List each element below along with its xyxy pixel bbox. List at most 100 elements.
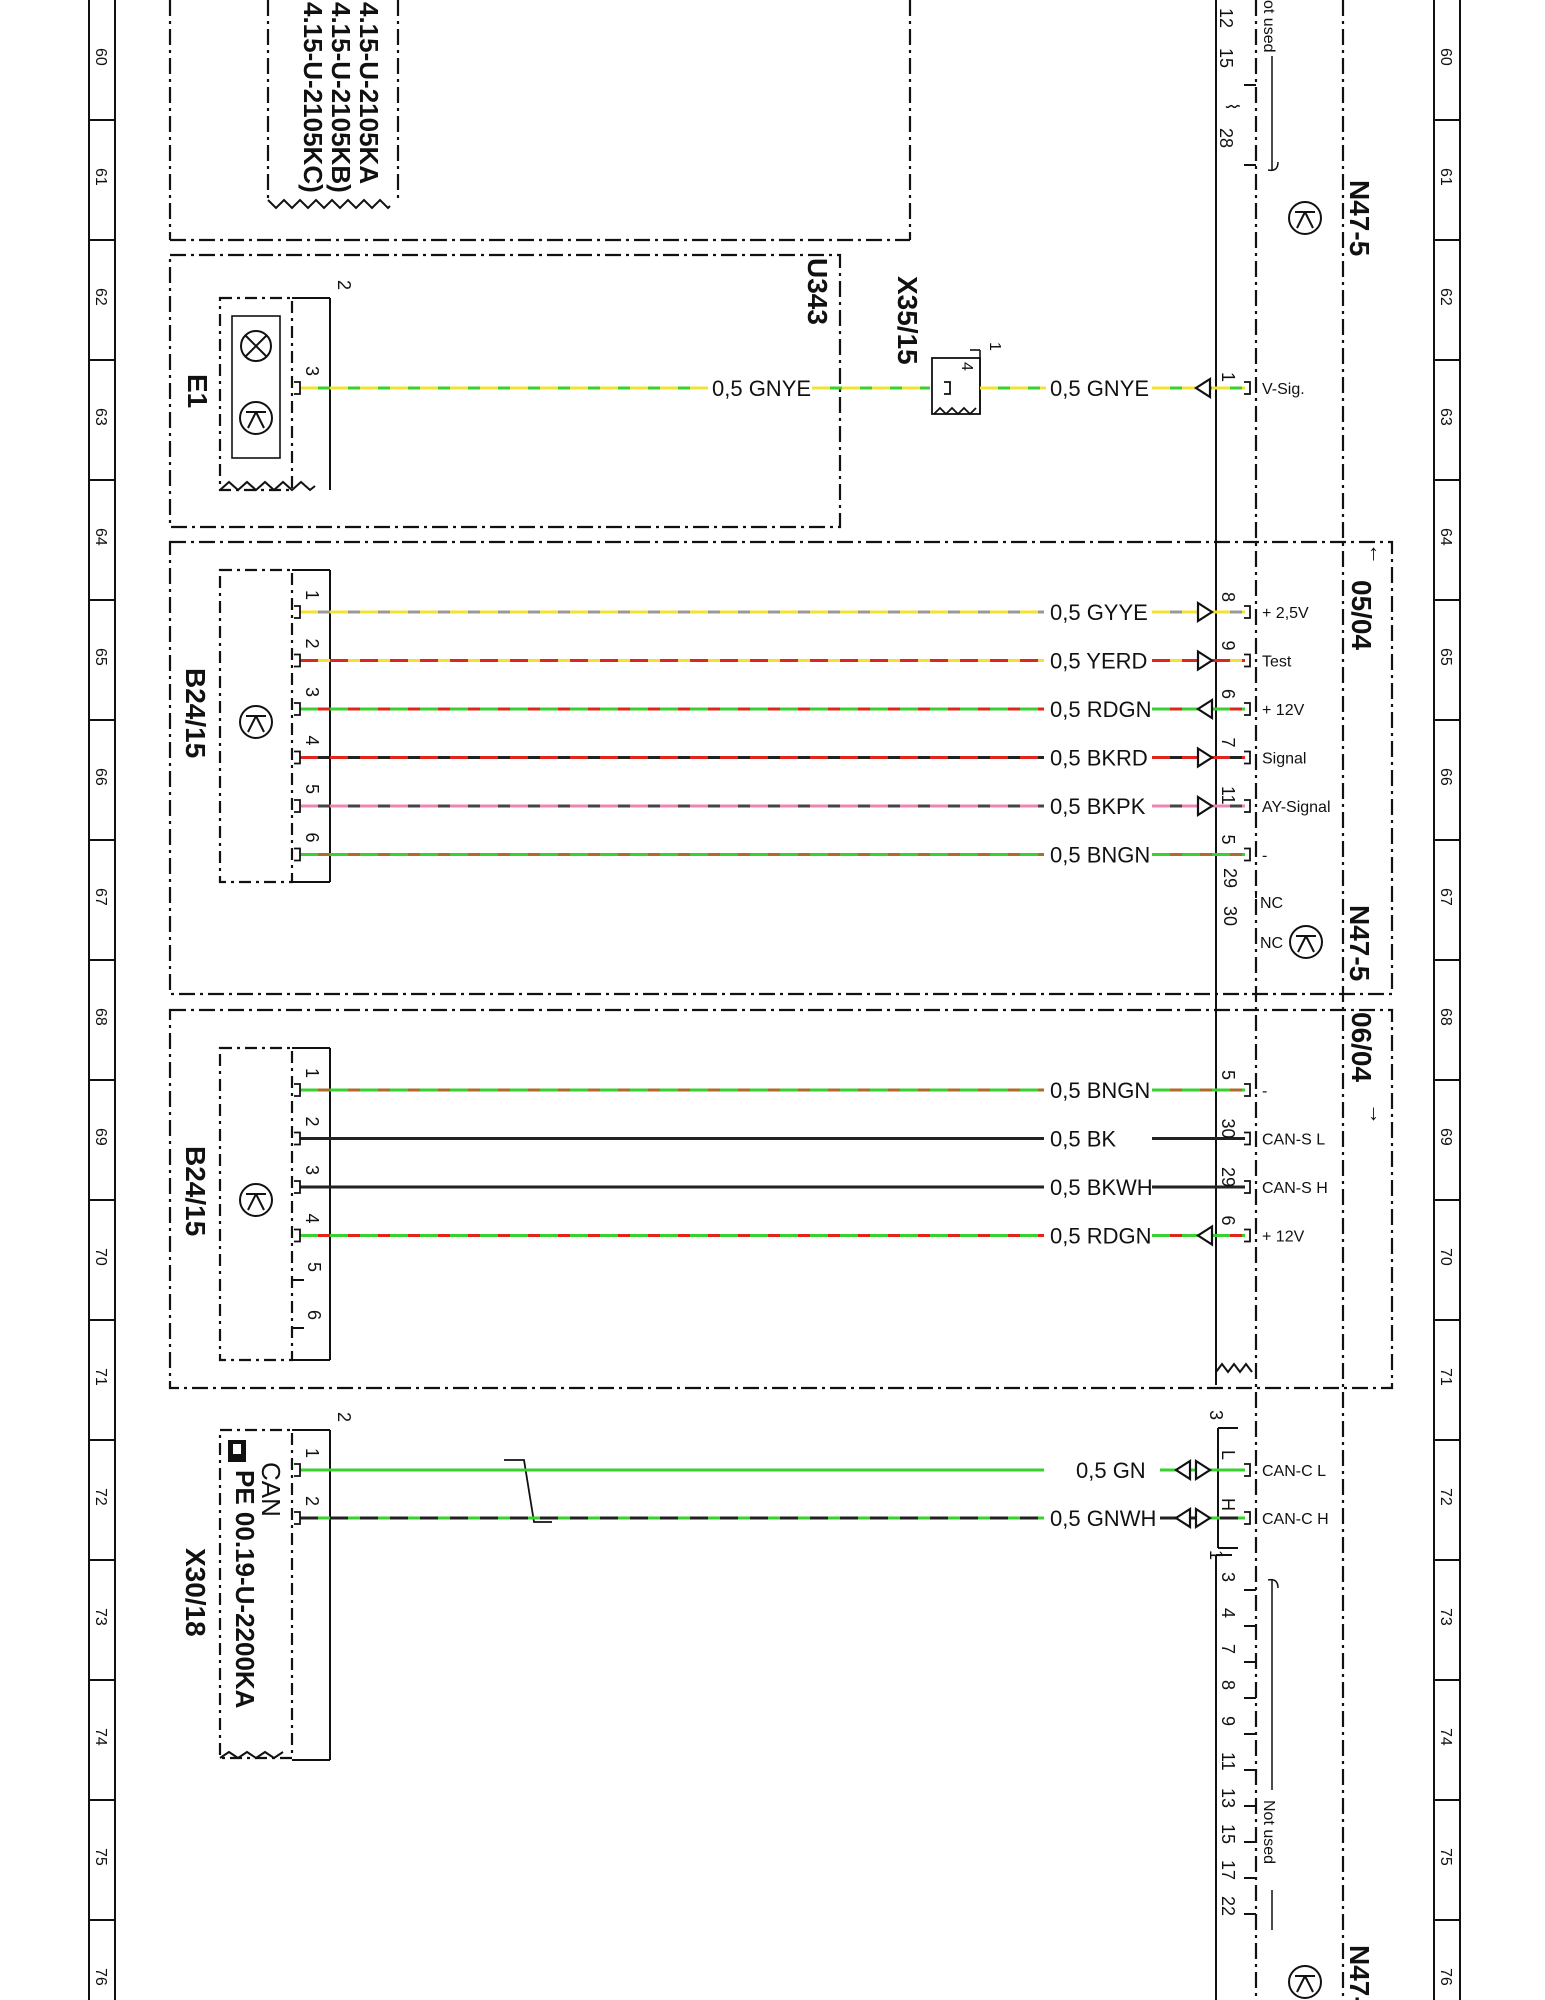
ruler-number-72: 72 bbox=[1437, 1488, 1454, 1506]
ruler-number-61: 61 bbox=[1437, 168, 1454, 186]
ref-05-04: 05/04 bbox=[1346, 580, 1377, 650]
x30-18-label: X30/18 bbox=[180, 1548, 211, 1637]
right-reference-labels: N47-5 05/04 ↑ N47-5 06/04 ↓ N47- bbox=[1344, 180, 1379, 2000]
b24a-signal-4: Signal bbox=[1262, 751, 1306, 768]
x30-signal-1: CAN-C L bbox=[1262, 1463, 1326, 1480]
svg-text:⌇: ⌇ bbox=[1222, 102, 1242, 111]
svg-text:3: 3 bbox=[1206, 1410, 1226, 1420]
b24a-pin-left-4: 4 bbox=[302, 736, 322, 746]
x30-pin-left-1: 1 bbox=[302, 1448, 322, 1458]
bottom-pin-8: 8 bbox=[1218, 1680, 1238, 1690]
ruler-number-64: 64 bbox=[1437, 528, 1454, 546]
ruler-number-60: 60 bbox=[1437, 48, 1454, 66]
b24a-pin-left-3: 3 bbox=[302, 687, 322, 697]
b24a-wire-label-5: 0,5 BKPK bbox=[1050, 794, 1146, 819]
ruler-number-76: 76 bbox=[92, 1968, 109, 1986]
svg-text:NC: NC bbox=[1260, 935, 1283, 952]
ruler-number-65: 65 bbox=[1437, 648, 1454, 666]
b24a-signal-2: Test bbox=[1262, 654, 1292, 671]
b24b-wire-label-2: 0,5 BK bbox=[1050, 1127, 1116, 1152]
ruler-number-67: 67 bbox=[92, 888, 109, 906]
ruler-number-71: 71 bbox=[92, 1368, 109, 1386]
b24a-signal-6: - bbox=[1262, 848, 1267, 865]
ruler-number-71: 71 bbox=[1437, 1368, 1454, 1386]
b24a-pin-left-1: 1 bbox=[302, 590, 322, 600]
ruler-number-60: 60 bbox=[92, 48, 109, 66]
bottom-pin-15: 15 bbox=[1218, 1824, 1238, 1844]
x30-pin-left-2: 2 bbox=[302, 1496, 322, 1506]
arrow-right-icon bbox=[1196, 600, 1215, 624]
bottom-pin-9: 9 bbox=[1218, 1716, 1238, 1726]
b24a-pin-left-5: 5 bbox=[302, 784, 322, 794]
sensor-icon bbox=[239, 1183, 273, 1217]
svg-text:12: 12 bbox=[1216, 8, 1236, 28]
svg-text:1: 1 bbox=[1218, 372, 1238, 382]
b24a-pin-right-6: 5 bbox=[1218, 835, 1238, 845]
bottom-pin-7: 7 bbox=[1218, 1644, 1238, 1654]
svg-text:2: 2 bbox=[334, 280, 354, 290]
transistor-icon bbox=[1288, 1965, 1322, 1999]
sensor-icon bbox=[239, 705, 273, 739]
ruler-number-67: 67 bbox=[1437, 888, 1454, 906]
arrow-left-icon bbox=[1173, 1506, 1192, 1530]
ruler-number-62: 62 bbox=[1437, 288, 1454, 306]
svg-text:29: 29 bbox=[1220, 868, 1240, 888]
top-right-unused-pins: 12 15 ⌇ 28 ot used bbox=[1216, 0, 1322, 235]
b24b-signal-3: CAN-S H bbox=[1262, 1180, 1328, 1197]
ruler-number-69: 69 bbox=[92, 1128, 109, 1146]
ruler-number-63: 63 bbox=[92, 408, 109, 426]
ruler-number-66: 66 bbox=[1437, 768, 1454, 786]
b24-15-section-b: B24/15 5 6 bbox=[168, 1008, 1394, 1390]
svg-text:4: 4 bbox=[958, 362, 975, 371]
ruler-number-72: 72 bbox=[92, 1488, 109, 1506]
e1-label: E1 bbox=[182, 374, 213, 408]
svg-text:NC: NC bbox=[1260, 895, 1283, 912]
b24b-pin-right-2: 30 bbox=[1218, 1119, 1238, 1139]
b24b-signal-4: + 12V bbox=[1262, 1229, 1305, 1246]
b24-15-label-b: B24/15 bbox=[180, 1146, 211, 1236]
pe-ref: PE 00.19-U-2200KA bbox=[230, 1470, 260, 1709]
svg-text:30: 30 bbox=[1220, 906, 1240, 926]
reference-hand-icon bbox=[228, 1440, 246, 1462]
ruler-number-73: 73 bbox=[1437, 1608, 1454, 1626]
ref-2105KB: 4.15-U-2105KB) bbox=[326, 2, 356, 193]
svg-text:15: 15 bbox=[1216, 48, 1236, 68]
can-label: CAN bbox=[256, 1462, 286, 1517]
svg-text:3: 3 bbox=[302, 366, 322, 376]
b24b-wire-label-1: 0,5 BNGN bbox=[1050, 1078, 1150, 1103]
ref-n47-bottom: N47- bbox=[1344, 1945, 1375, 2000]
transistor-icon bbox=[1289, 925, 1323, 959]
arrow-right-icon bbox=[1194, 1506, 1213, 1530]
ruler-number-64: 64 bbox=[92, 528, 109, 546]
b24a-pin-left-6: 6 bbox=[302, 833, 322, 843]
ruler-number-70: 70 bbox=[92, 1248, 109, 1266]
ruler-number-73: 73 bbox=[92, 1608, 109, 1626]
b24a-signal-3: + 12V bbox=[1262, 702, 1305, 719]
u343-section: U343 E1 2 X35/15 1 4 bbox=[168, 253, 1003, 529]
wire-label-u343-a: 0,5 GNYE bbox=[712, 376, 811, 401]
wire-label-u343-b: 0,5 GNYE bbox=[1050, 376, 1149, 401]
ruler-number-74: 74 bbox=[92, 1728, 109, 1746]
b24b-wire-label-3: 0,5 BKWH bbox=[1050, 1175, 1153, 1200]
u343-wire-labels: 3 0,5 GNYE 0,5 GNYE 1 V-Sig. bbox=[302, 366, 1305, 401]
b24-15-section-a: B24/15 29 30 NC NC bbox=[168, 540, 1394, 996]
ruler-number-70: 70 bbox=[1437, 1248, 1454, 1266]
ruler-number-69: 69 bbox=[1437, 1128, 1454, 1146]
signal-v-sig: V-Sig. bbox=[1262, 381, 1305, 398]
svg-text:2: 2 bbox=[334, 1412, 354, 1422]
ref-n47-5-mid: N47-5 bbox=[1344, 905, 1375, 981]
u343-title: U343 bbox=[802, 258, 833, 325]
svg-text:1: 1 bbox=[986, 342, 1003, 351]
top-not-used-note: ot used bbox=[1260, 0, 1277, 52]
ruler-number-63: 63 bbox=[1437, 408, 1454, 426]
ref-n47-5-top: N47-5 bbox=[1344, 180, 1375, 256]
ref-2105KC: 4.15-U-2105KC) bbox=[298, 2, 328, 193]
b24b-pin-left-2: 2 bbox=[302, 1117, 322, 1127]
x30-pin-mid-2: H bbox=[1218, 1498, 1238, 1511]
svg-text:6: 6 bbox=[304, 1310, 324, 1320]
bottom-pin-11: 11 bbox=[1218, 1752, 1238, 1771]
b24b-pin-left-3: 3 bbox=[302, 1165, 322, 1175]
x30-pin-mid-1: L bbox=[1218, 1450, 1238, 1460]
